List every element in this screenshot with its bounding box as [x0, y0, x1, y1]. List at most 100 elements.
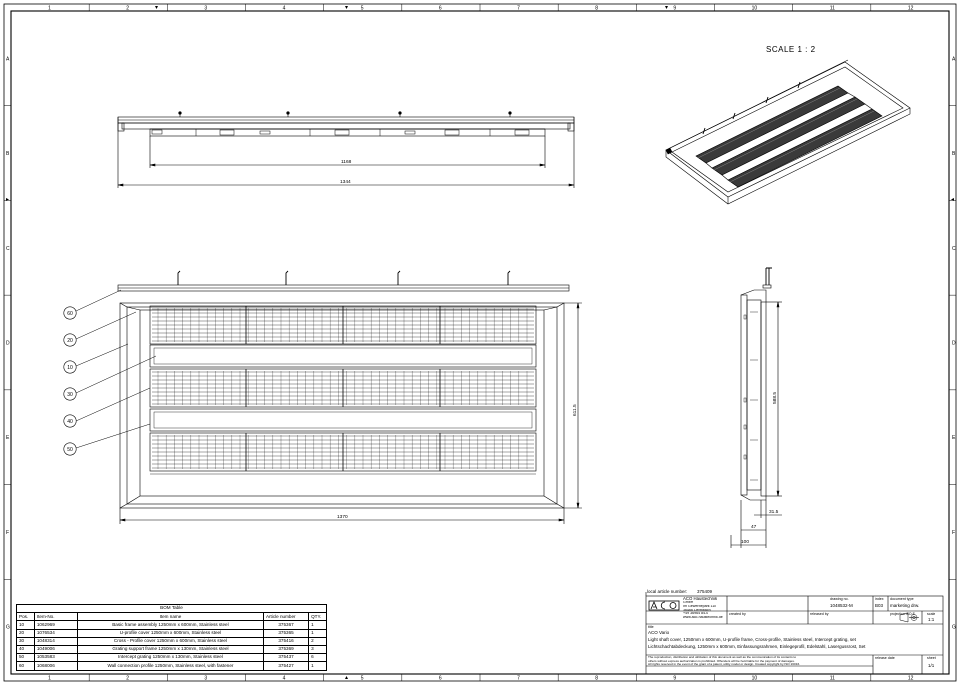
dim-side-d1: 31.5 — [769, 509, 779, 515]
bom-title-row: BOM Table — [16, 603, 327, 614]
center-mark-bottom — [345, 676, 348, 679]
company-address: Im Gewerbepark 11c — [683, 605, 717, 608]
dim-side-height: 588.5 — [772, 392, 778, 404]
scale-value: 1:1 — [928, 617, 935, 622]
column-marker-bottom: 11 — [830, 676, 835, 682]
aco-logo — [648, 600, 680, 611]
bom-item-no: 1049006 — [33, 644, 78, 655]
center-mark-top-right — [665, 6, 668, 9]
bom-item-no: 1062969 — [33, 620, 78, 630]
index-label: index — [875, 597, 884, 601]
column-marker-top: 1 — [48, 6, 51, 12]
sheet-value: 1/1 — [928, 663, 935, 668]
scale-label: SCALE 1 : 2 — [766, 45, 816, 54]
top-view — [117, 111, 575, 188]
balloon-label: 40 — [67, 419, 73, 425]
row-marker-left: A — [6, 56, 10, 62]
bom-item-name: Cross - Profile cover 1250mm x 600mm, St… — [76, 636, 264, 646]
column-marker-top: 4 — [283, 6, 286, 12]
legal-line1: The reproduction, distribution and utili… — [648, 656, 797, 659]
center-mark-right — [951, 198, 954, 201]
balloon-label: 60 — [67, 311, 73, 317]
bom-pos: 40 — [16, 644, 35, 655]
center-mark-top-center — [345, 6, 348, 9]
title-line2: Light shaft cover, 1250mm x 600mm, U-pro… — [648, 637, 856, 642]
row-marker-right: G — [952, 625, 956, 631]
bom-item-name: Wall connection profile 1250mm, Stainles… — [76, 661, 264, 671]
bom-article: 375427 — [262, 661, 310, 671]
bom-item-no: 1076534 — [33, 628, 78, 638]
bom-header-item-name: Item name — [76, 612, 264, 622]
bom-qty: 3 — [308, 644, 327, 655]
balloon-circle — [63, 360, 77, 374]
bom-article: 375365 — [262, 628, 310, 638]
projection-symbol — [899, 612, 919, 623]
column-marker-bottom: 3 — [204, 676, 207, 682]
row-marker-right: E — [952, 435, 956, 441]
dim-top-outer: 1344 — [340, 179, 351, 185]
company-phone: +49 36964 84-0 — [683, 612, 709, 615]
column-marker-bottom: 4 — [283, 676, 286, 682]
row-marker-left: C — [6, 246, 10, 252]
bom-header-qty: QTY. — [308, 612, 327, 622]
row-marker-right: D — [952, 341, 956, 347]
balloon-circle — [63, 387, 77, 401]
bom-qty: 6 — [308, 653, 327, 663]
index-value: B03 — [875, 603, 884, 608]
bom-pos: 10 — [16, 620, 35, 630]
balloon-circle — [63, 333, 77, 347]
row-marker-right: C — [952, 246, 956, 252]
title-line3: Lichtschachtabdeckung, 1250mm x 600mm, E… — [648, 644, 866, 649]
title-label: title — [648, 625, 654, 629]
row-marker-left: E — [6, 435, 10, 441]
local-article-value: 375409 — [697, 589, 713, 594]
balloon-label: 30 — [67, 392, 73, 398]
column-marker-bottom: 9 — [673, 676, 676, 682]
column-marker-bottom: 8 — [595, 676, 598, 682]
side-view — [730, 267, 782, 548]
row-marker-right: B — [952, 151, 956, 157]
column-marker-top: 5 — [361, 6, 364, 12]
column-marker-top: 6 — [439, 6, 442, 12]
balloon-circle — [63, 414, 77, 428]
bom-article: 375369 — [262, 644, 310, 655]
bom-header-pos: Pos. — [16, 612, 35, 622]
company-sub: GmbH — [683, 601, 694, 604]
bom-item-no: 1068006 — [33, 661, 78, 671]
balloon-leaders — [75, 289, 157, 449]
bom-article: 375437 — [262, 653, 310, 663]
bom-pos: 20 — [16, 628, 35, 638]
local-article-label: local article number: — [647, 589, 688, 594]
balloon-circle — [63, 442, 77, 456]
row-marker-right: A — [952, 56, 956, 62]
column-marker-top: 11 — [830, 6, 835, 12]
dim-front-height: 611.5 — [572, 404, 578, 416]
drawing-no-label: drawing no. — [830, 597, 849, 601]
dim-front-width: 1370 — [337, 514, 348, 520]
column-marker-bottom: 2 — [126, 676, 129, 682]
legal-line2: others without express authorization is … — [648, 659, 795, 663]
created-label: created by — [729, 612, 746, 616]
front-view — [117, 270, 582, 524]
center-mark-top-left — [155, 6, 158, 9]
bom-item-no: 1048314 — [33, 636, 78, 646]
column-marker-bottom: 1 — [48, 676, 51, 682]
release-date-label: release date — [875, 656, 895, 660]
bom-item-no: 1053583 — [33, 653, 78, 663]
projection-label: projection ISO-E — [890, 612, 915, 616]
column-marker-top: 8 — [595, 6, 598, 12]
column-marker-top: 10 — [752, 6, 758, 12]
row-marker-right: F — [952, 530, 955, 536]
bom-article: 375416 — [262, 636, 310, 646]
doc-type-label: document type — [890, 597, 914, 601]
scale-label-block: scale — [927, 612, 936, 616]
bom-pos: 60 — [16, 661, 35, 671]
center-mark-left — [6, 198, 9, 201]
column-marker-bottom: 6 — [439, 676, 442, 682]
column-marker-top: 3 — [204, 6, 207, 12]
